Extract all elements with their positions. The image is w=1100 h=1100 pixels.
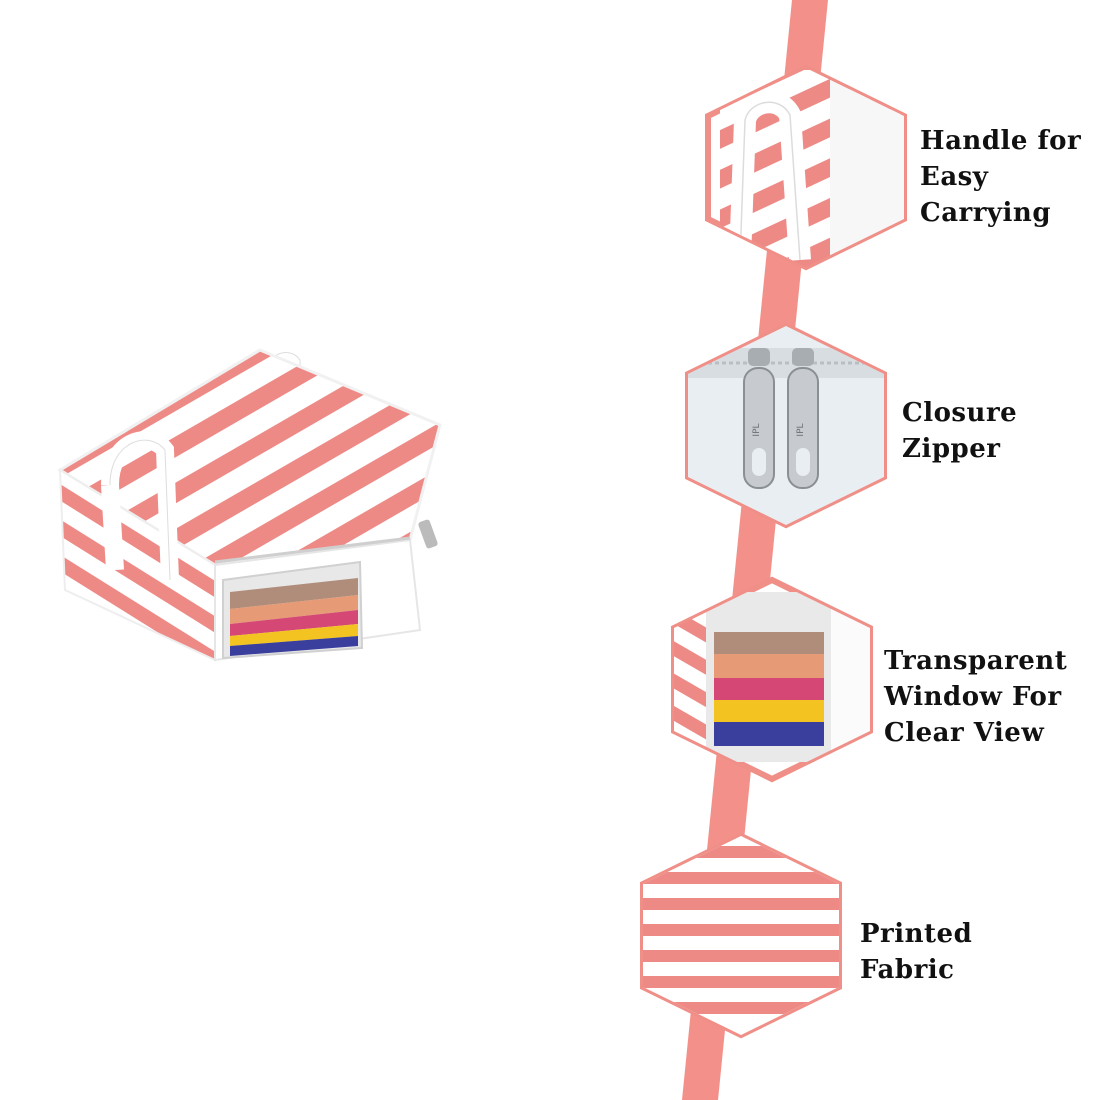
- zipper-tag-left: IPL: [752, 423, 762, 436]
- storage-bag-image: [57, 344, 442, 662]
- handle-feature-label: Handle for Easy Carrying: [920, 126, 1082, 228]
- fabric-feature-hexagon: [640, 832, 842, 1039]
- zipper-feature-label: Closure Zipper: [902, 398, 1018, 464]
- window-feature-label: Transparent Window For Clear View: [884, 646, 1068, 748]
- zipper-tag-right: IPL: [796, 423, 806, 436]
- zipper-feature-hexagon: IPL IPL: [685, 322, 887, 529]
- handle-feature-hexagon: [705, 64, 907, 271]
- window-feature-hexagon: [671, 576, 873, 783]
- fabric-feature-label: Printed Fabric: [860, 919, 973, 985]
